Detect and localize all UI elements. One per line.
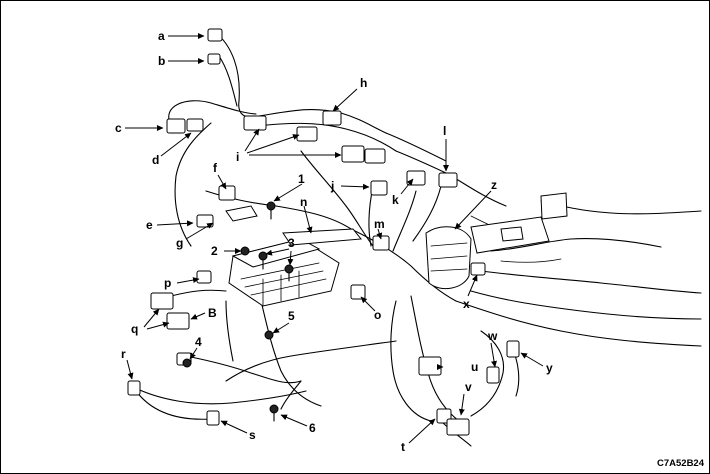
- harness-wires: [130, 30, 702, 447]
- label-l: l: [443, 124, 446, 138]
- label-d: d: [152, 153, 159, 167]
- label-5: 5: [288, 309, 295, 323]
- bracket: [225, 205, 362, 246]
- label-a: a: [158, 29, 165, 43]
- label-w: w: [487, 329, 498, 343]
- label-s: s: [249, 428, 256, 442]
- label-c: c: [115, 121, 122, 135]
- label-6: 6: [309, 421, 316, 435]
- label-o: o: [374, 308, 381, 322]
- label-e: e: [146, 218, 153, 232]
- label-k: k: [392, 193, 399, 207]
- label-v: v: [465, 380, 472, 394]
- label-j: j: [330, 179, 334, 193]
- callout-pointers: [125, 33, 544, 444]
- label-z: z: [491, 178, 497, 192]
- label-2: 2: [211, 244, 218, 258]
- label-b: b: [158, 54, 165, 68]
- label-t: t: [401, 440, 405, 454]
- label-p: p: [164, 276, 171, 290]
- label-B: B: [208, 306, 217, 320]
- callout-labels: a b c d e f g h i j k l m n o p q r s t …: [115, 29, 705, 469]
- label-4: 4: [195, 335, 202, 349]
- starter-assembly: [425, 192, 568, 290]
- fuse-relay-box: [228, 238, 340, 307]
- label-u: u: [471, 360, 478, 374]
- label-n: n: [300, 195, 307, 209]
- figure-code: C7A52B24: [657, 458, 705, 469]
- label-f: f: [213, 161, 218, 175]
- label-r: r: [121, 347, 126, 361]
- label-1: 1: [298, 172, 305, 186]
- label-q: q: [131, 322, 138, 336]
- label-m: m: [374, 217, 385, 231]
- label-g: g: [176, 236, 183, 250]
- fasteners: [182, 201, 294, 422]
- label-h: h: [360, 76, 367, 90]
- label-3: 3: [288, 236, 295, 250]
- label-i: i: [236, 150, 239, 164]
- label-y: y: [546, 361, 553, 375]
- label-x: x: [463, 297, 470, 311]
